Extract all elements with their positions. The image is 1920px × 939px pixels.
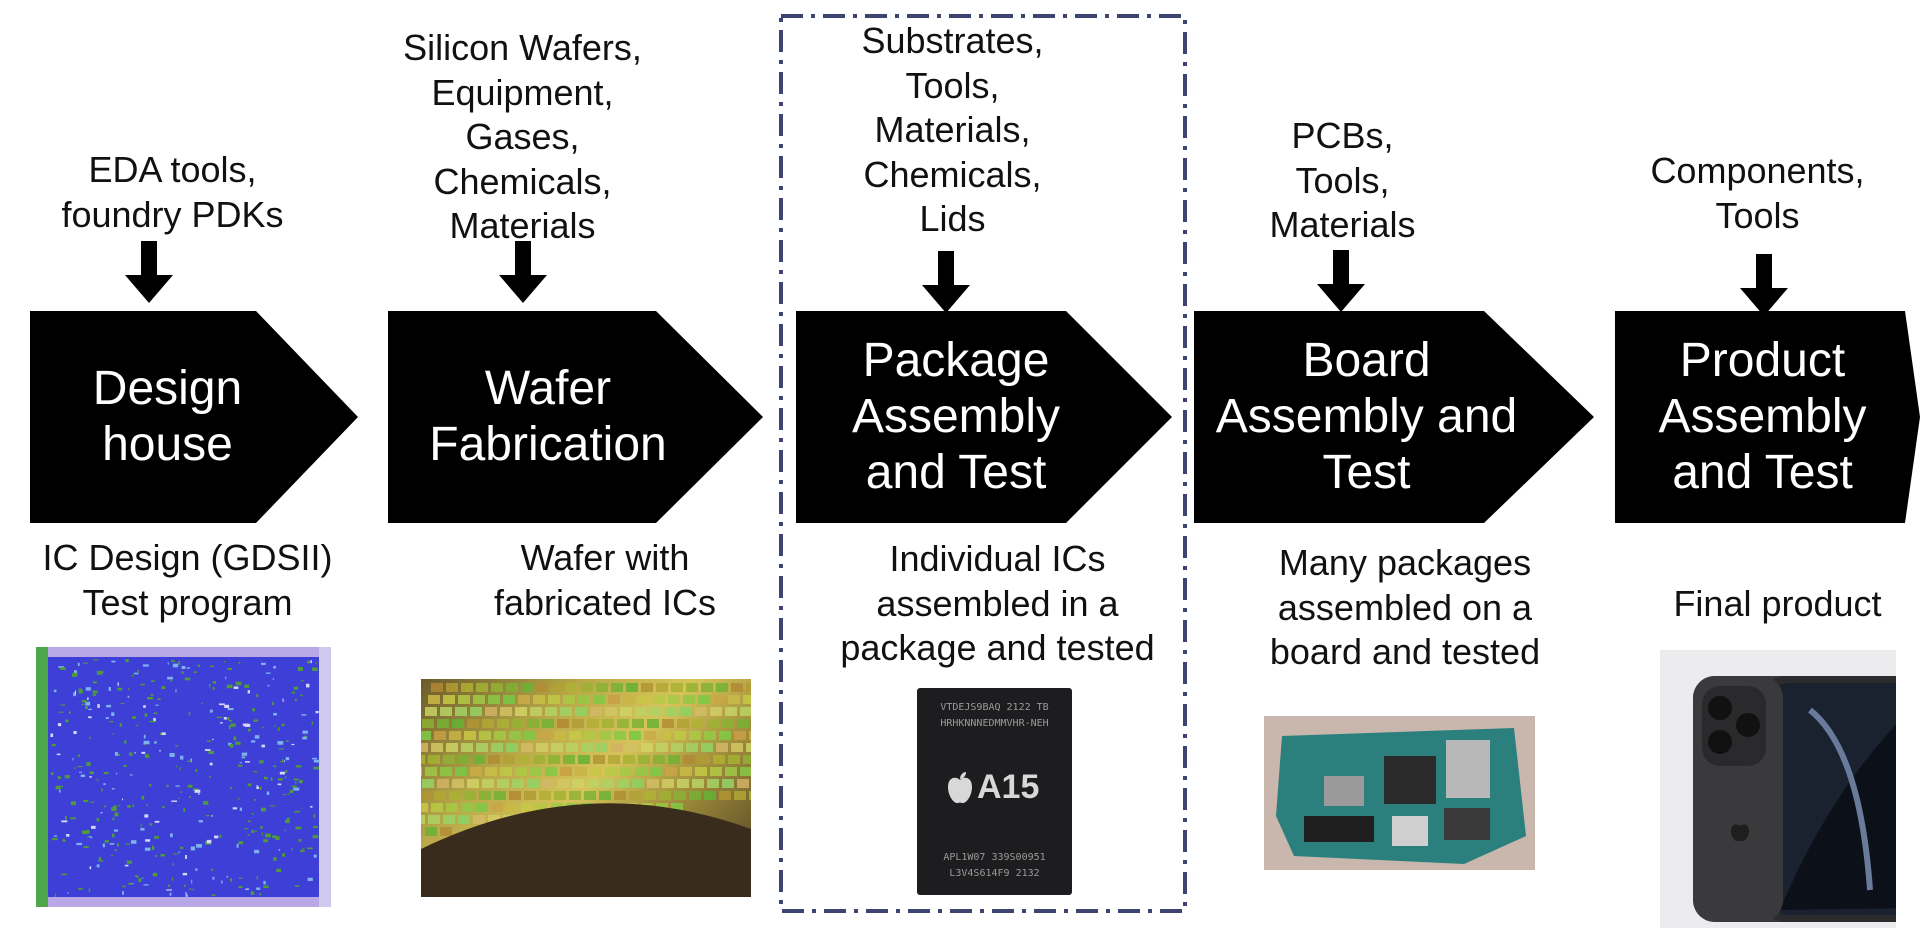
product-assembly-chevron [1615,311,1920,523]
design-house-label: Design house [92,362,243,471]
wafer-fabrication-chevron [388,311,763,523]
wafer-fabrication-inputs: Silicon Wafers, Equipment, Gases, Chemic… [403,27,642,246]
down-arrow-icon [1740,254,1788,316]
board-assembly-inputs: PCBs, Tools, Materials [1269,115,1416,245]
product-assembly-inputs: Components, Tools [1650,150,1865,236]
chip-marking-line4: L3V4S614F9 2132 [949,868,1040,879]
package-assembly-inputs: Substrates, Tools, Materials, Chemicals,… [861,20,1044,239]
wafer-fabrication-output: Wafer with fabricated ICs [493,537,717,623]
board-assembly-chevron [1194,311,1594,523]
chip-model: A15 [977,768,1040,806]
chip-marking-line3: APL1W07 339S00951 [943,852,1046,863]
silicon-wafer-image [421,679,751,897]
package-assembly-output: Individual ICs assembled in a package an… [840,538,1155,668]
design-house-chevron [30,311,358,523]
apple-logo-icon [948,772,972,804]
smartphone-image [1660,650,1896,928]
product-assembly-output: Final product [1673,583,1882,624]
package-assembly-label: Package Assembly and Test [851,334,1061,499]
design-house-inputs: EDA tools, foundry PDKs [61,149,284,235]
circuit-board-image [1264,716,1535,870]
chip-marking-line1: VTDEJS9BAQ 2122 TB [940,702,1049,713]
package-assembly-chevron [796,311,1172,523]
a15-chip-image: VTDEJS9BAQ 2122 TB HRHKNNNEDMMVHR-NEH A1… [917,688,1072,895]
board-assembly-output: Many packages assembled on a board and t… [1269,542,1541,672]
wafer-fabrication-label: Wafer Fabrication [429,362,667,471]
down-arrow-icon [922,251,970,313]
ic-layout-image [36,647,331,907]
design-house-output: IC Design (GDSII) Test program [42,537,333,623]
down-arrow-icon [499,241,547,303]
down-arrow-icon [125,241,173,303]
product-assembly-label: Product Assembly and Test [1658,334,1867,499]
down-arrow-icon [1317,250,1365,312]
board-assembly-label: Board Assembly and Test [1215,334,1518,499]
chip-marking-line2: HRHKNNNEDMMVHR-NEH [940,718,1049,729]
